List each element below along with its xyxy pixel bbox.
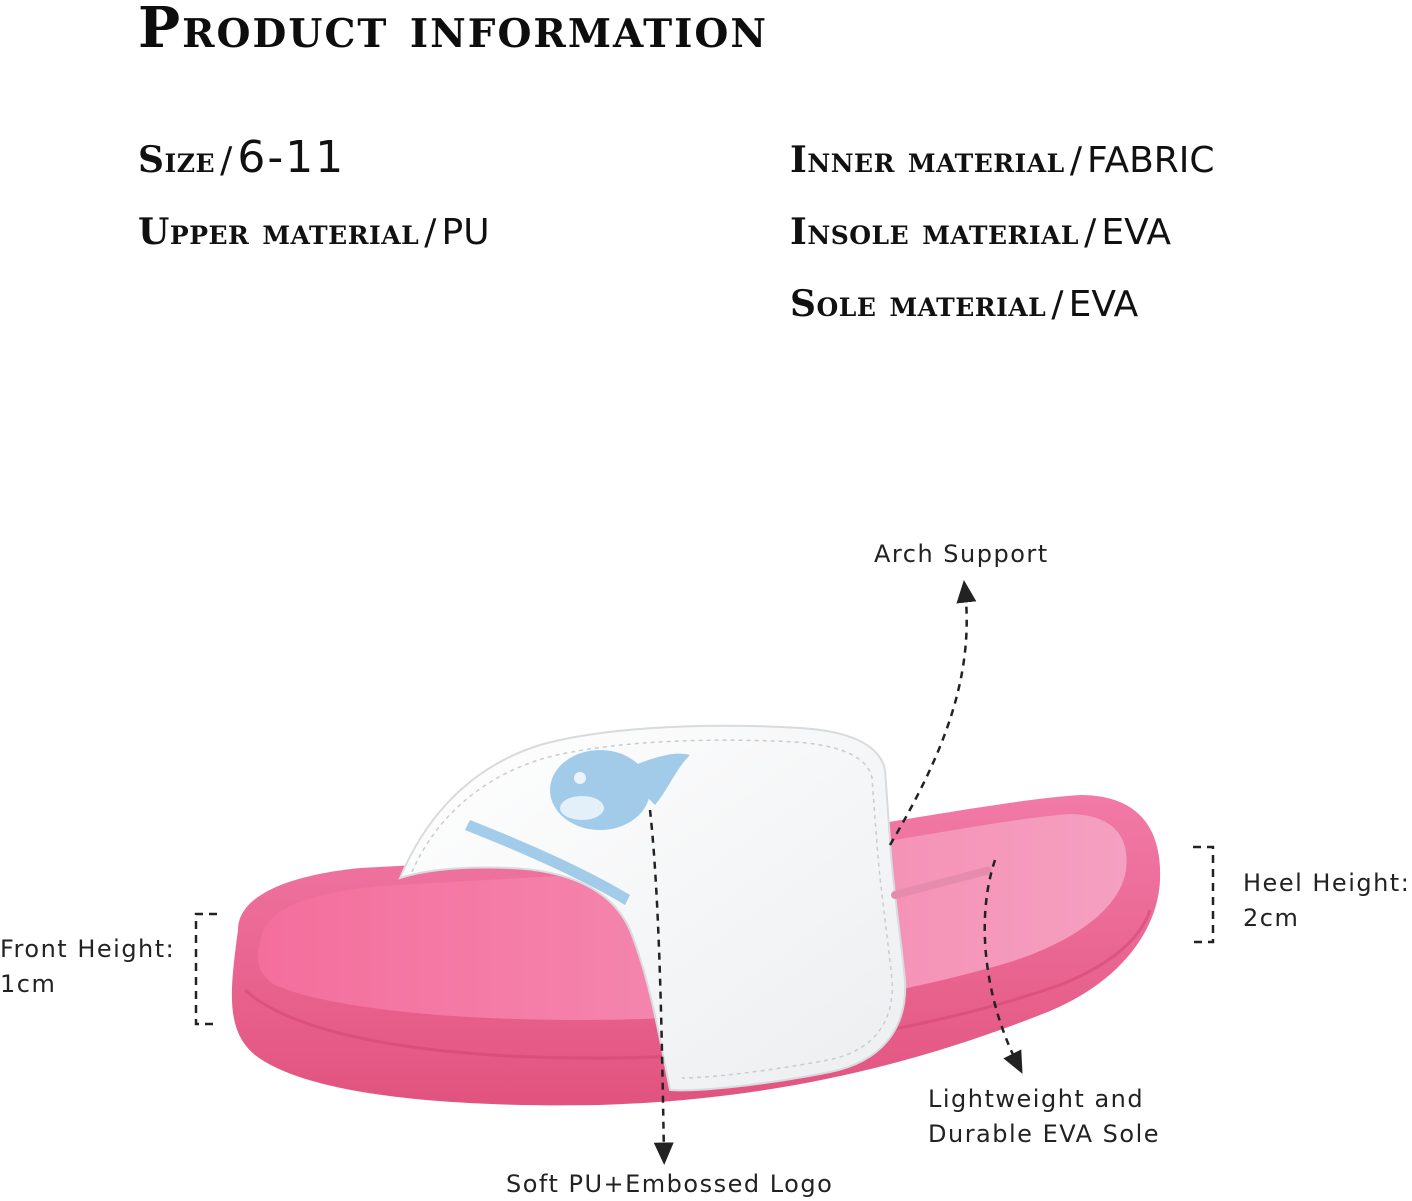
spec-sole-separator: /	[1051, 284, 1064, 325]
spec-size-separator: /	[220, 140, 233, 181]
spec-sole: Sole material / EVA	[790, 282, 1138, 333]
page-title: Product information	[138, 0, 769, 61]
spec-insole: Insole material / EVA	[790, 210, 1171, 261]
spec-insole-value: EVA	[1101, 212, 1172, 253]
strap-shape	[398, 724, 907, 1092]
sole-arrow	[983, 859, 1023, 1074]
spec-inner-label: Inner material	[790, 139, 1065, 181]
spec-upper-separator: /	[424, 212, 437, 253]
spec-inner-separator: /	[1069, 140, 1082, 181]
logo-arrow	[648, 809, 674, 1165]
spec-inner-value: FABRIC	[1087, 140, 1215, 181]
heel-height-label: Heel Height:	[1243, 869, 1411, 897]
strap-stitching	[411, 739, 893, 1079]
arch-support-label: Arch Support	[874, 540, 1049, 568]
sole-label-line2: Durable EVA Sole	[928, 1120, 1161, 1148]
front-height-label: Front Height:	[0, 935, 176, 963]
spec-upper: Upper material / PU	[138, 210, 490, 261]
spec-upper-label: Upper material	[138, 211, 420, 253]
spec-insole-label: Insole material	[790, 211, 1079, 253]
spec-sole-label: Sole material	[790, 283, 1047, 325]
spec-upper-value: PU	[441, 212, 490, 253]
front-height-bracket	[194, 912, 217, 1026]
spec-size-label: Size	[138, 139, 215, 181]
heel-height-value: 2cm	[1243, 904, 1300, 932]
spec-size-value: 6-11	[237, 132, 346, 183]
footbed-brand-mark	[891, 866, 994, 899]
sole-label-line1: Lightweight and	[928, 1085, 1145, 1113]
spec-size: Size / 6-11	[138, 136, 345, 189]
spec-sole-value: EVA	[1068, 284, 1139, 325]
heel-height-bracket	[1193, 845, 1215, 944]
embossed-logo	[465, 750, 690, 905]
spec-insole-separator: /	[1084, 212, 1097, 253]
spec-inner: Inner material / FABRIC	[790, 138, 1215, 189]
arch-support-arrow	[888, 580, 977, 846]
front-height-value: 1cm	[0, 970, 57, 998]
logo-label: Soft PU+Embossed Logo	[506, 1170, 834, 1198]
